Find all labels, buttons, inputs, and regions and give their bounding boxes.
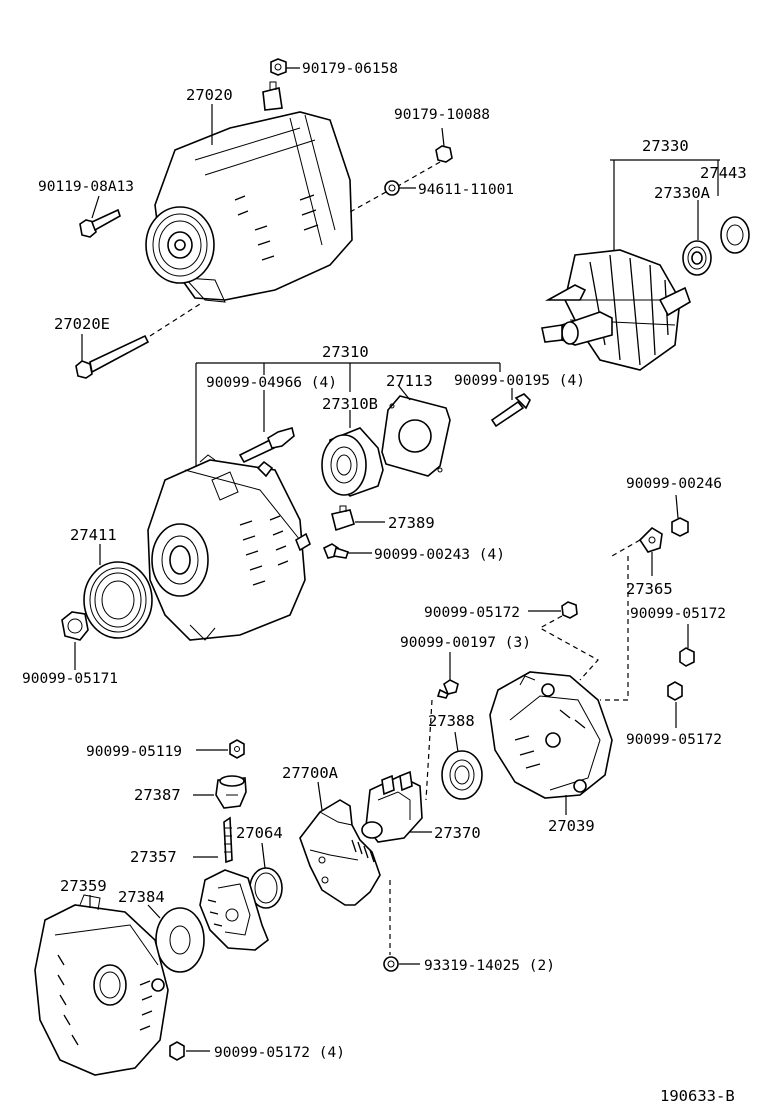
rear-frame-27039 bbox=[489, 671, 613, 799]
nut-90099-05172-a bbox=[561, 601, 578, 619]
label-27330A: 27330A bbox=[654, 184, 711, 202]
bearing-27388 bbox=[441, 750, 483, 800]
terminal-27365 bbox=[638, 526, 663, 553]
end-cover-27359 bbox=[34, 894, 169, 1076]
label-90179-10088: 90179-10088 bbox=[394, 107, 490, 123]
label-27388: 27388 bbox=[428, 712, 475, 730]
brush-holder-27357 bbox=[223, 816, 233, 864]
nut-90179-06158 bbox=[270, 58, 287, 76]
label-27064: 27064 bbox=[236, 824, 283, 842]
label-90099-00246: 90099-00246 bbox=[626, 476, 722, 492]
alternator-assembly-27020 bbox=[145, 81, 353, 303]
label-90099-05172-c: 90099-05172 bbox=[626, 732, 722, 748]
label-27443: 27443 bbox=[700, 164, 747, 182]
nut-90099-05172-c bbox=[667, 681, 683, 701]
nut-90179-10088 bbox=[435, 145, 453, 163]
label-90099-00195: 90099-00195 (4) bbox=[454, 373, 585, 389]
label-90099-05171: 90099-05171 bbox=[22, 671, 118, 687]
label-27359: 27359 bbox=[60, 877, 107, 895]
bolt-90099-00197 bbox=[436, 679, 459, 699]
bolt-90099-00195 bbox=[490, 393, 531, 428]
cover-27443 bbox=[720, 216, 750, 254]
gasket-27113 bbox=[381, 395, 451, 477]
rotor-27330 bbox=[541, 249, 691, 371]
bolt-90119-08A13 bbox=[79, 208, 121, 238]
label-90099-00243: 90099-00243 (4) bbox=[374, 547, 505, 563]
label-27411: 27411 bbox=[70, 526, 117, 544]
terminal-27370 bbox=[361, 770, 423, 843]
bolt-93319-14025 bbox=[383, 956, 399, 972]
label-90099-00197: 90099-00197 (3) bbox=[400, 635, 531, 651]
label-90099-05119: 90099-05119 bbox=[86, 744, 182, 760]
label-90119-08A13: 90119-08A13 bbox=[38, 179, 134, 195]
label-27020: 27020 bbox=[186, 86, 233, 104]
cap-27387 bbox=[215, 775, 247, 809]
label-90099-04966: 90099-04966 (4) bbox=[206, 375, 337, 391]
label-27365: 27365 bbox=[626, 580, 673, 598]
bolt-90099-04966 bbox=[238, 427, 295, 464]
label-27310B: 27310B bbox=[322, 395, 378, 413]
diagram-code: 190633-B bbox=[660, 1087, 735, 1105]
washer-94611-11001 bbox=[384, 180, 400, 196]
nut-90099-05119 bbox=[229, 739, 245, 759]
label-27330: 27330 bbox=[642, 137, 689, 155]
label-94611-11001: 94611-11001 bbox=[418, 182, 514, 198]
label-90099-05172-a: 90099-05172 bbox=[424, 605, 520, 621]
rectifier-holder bbox=[199, 869, 269, 951]
nut-90099-05172-d bbox=[169, 1041, 185, 1061]
label-27039: 27039 bbox=[548, 817, 595, 835]
label-27370: 27370 bbox=[434, 824, 481, 842]
label-27384: 27384 bbox=[118, 888, 165, 906]
bolt-90099-00243 bbox=[322, 543, 350, 559]
label-90099-05172-d: 90099-05172 (4) bbox=[214, 1045, 345, 1061]
connector-27389 bbox=[331, 505, 355, 532]
label-27700A: 27700A bbox=[282, 764, 339, 782]
label-27310: 27310 bbox=[322, 343, 369, 361]
label-27357: 27357 bbox=[130, 848, 177, 866]
label-93319-14025: 93319-14025 (2) bbox=[424, 958, 555, 974]
label-90099-05172-b: 90099-05172 bbox=[630, 606, 726, 622]
nut-90099-05171 bbox=[61, 611, 89, 641]
nut-90099-05172-b bbox=[679, 647, 695, 667]
frame-27310 bbox=[147, 454, 311, 641]
plate-27384 bbox=[155, 907, 205, 973]
label-27113: 27113 bbox=[386, 372, 433, 390]
bearing-27310B bbox=[321, 427, 384, 497]
labels: 90179-06158 27020 90179-10088 90119-08A1… bbox=[22, 61, 747, 1105]
label-27389: 27389 bbox=[388, 514, 435, 532]
bearing-27330A bbox=[682, 240, 712, 276]
pulley-27411 bbox=[83, 561, 153, 639]
regulator-27700A bbox=[299, 799, 381, 906]
label-27387: 27387 bbox=[134, 786, 181, 804]
bolt-27020E bbox=[75, 334, 150, 379]
label-90179-06158: 90179-06158 bbox=[302, 61, 398, 77]
label-27020E: 27020E bbox=[54, 315, 110, 333]
nut-90099-00246 bbox=[671, 517, 689, 537]
